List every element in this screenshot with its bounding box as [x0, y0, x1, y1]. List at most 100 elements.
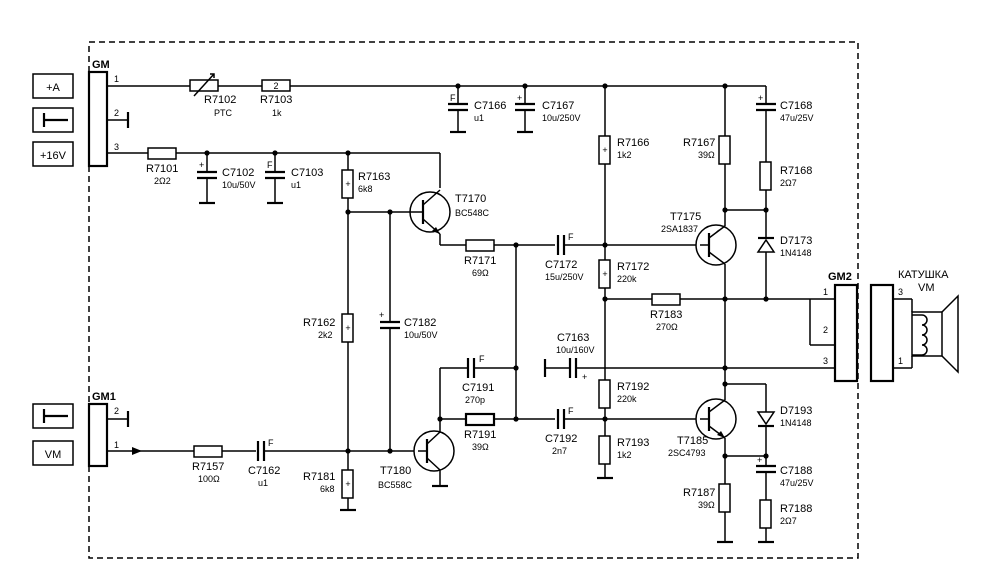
t7180-ref: T7180: [380, 465, 411, 477]
connector-gm2: GM2 1 2 3: [809, 271, 859, 383]
connector-gm1-label: GM1: [92, 391, 116, 403]
r7166: + R7166 1k2: [598, 86, 649, 260]
c7102-value: 10u/50V: [222, 180, 256, 190]
input-plus-a-label: +A: [46, 82, 60, 94]
r7166-value: 1k2: [617, 150, 632, 160]
c7188-r7188: + C7188 47u/25V R7188 2Ω7: [722, 453, 814, 544]
r7103-ref: R7103: [260, 94, 292, 106]
gm2-pin-2: 2: [823, 325, 828, 335]
c7103-ref: C7103: [291, 167, 323, 179]
r7102-ref: R7102: [204, 94, 236, 106]
r7168-ref: R7168: [780, 165, 812, 177]
c7103-mark: F: [267, 160, 273, 170]
gm2-pin-1: 1: [823, 287, 828, 297]
coil-pin-1: 1: [898, 356, 903, 366]
t7175-ref: T7175: [670, 211, 701, 223]
r7183-ref: R7183: [650, 309, 682, 321]
c7163-value: 10u/160V: [556, 345, 595, 355]
r7181-mark: +: [345, 479, 350, 489]
connector-gm: +A +16V GM 1 2 3: [32, 59, 130, 168]
c7192-value: 2n7: [552, 446, 567, 456]
r7191-value: 39Ω: [472, 442, 489, 452]
c7182-value: 10u/50V: [404, 330, 438, 340]
rail-plus-16v: R7101 2Ω2 + C7102 10u/50V F C7103 u1: [107, 147, 441, 205]
t7180: T7180 BC558C: [378, 419, 455, 490]
r7172-value: 220k: [617, 274, 637, 284]
coil-subtitle: VM: [918, 282, 935, 294]
t7170-value: BC548C: [455, 208, 490, 218]
t7170: T7170 BC548C: [409, 189, 490, 246]
c7191: F C7191 270p: [439, 354, 519, 419]
c7168-mark: +: [758, 93, 763, 103]
c7163: + C7163 10u/160V: [543, 332, 835, 382]
c7163-ref: C7163: [557, 332, 589, 344]
r7163-ref: R7163: [358, 171, 390, 183]
c7162-mark: F: [268, 438, 274, 448]
gm-pin-1: 1: [114, 74, 119, 84]
vm-input-path: F R7157 100Ω C7162 u1: [107, 438, 418, 488]
r7162-mark: +: [345, 323, 350, 333]
r7183: R7183 270Ω: [605, 293, 835, 332]
c7168-r7168: + C7168 47u/25V R7168 2Ω7: [756, 86, 814, 210]
c7172-value: 15u/250V: [545, 272, 584, 282]
coil-pin-3: 3: [898, 287, 903, 297]
r7163-value: 6k8: [358, 184, 373, 194]
r7168-value: 2Ω7: [780, 178, 797, 188]
c7166-value: u1: [474, 113, 484, 123]
connector-gm1: VM GM1 2 1: [32, 391, 130, 468]
t7185-value: 2SC4793: [668, 448, 706, 458]
r7101-value: 2Ω2: [154, 176, 171, 186]
r7166-mark: +: [602, 145, 607, 155]
r7188-value: 2Ω7: [780, 516, 797, 526]
r7187-value: 39Ω: [698, 500, 715, 510]
c7182-mark: +: [379, 310, 384, 320]
c7188-ref: C7188: [780, 465, 812, 477]
r7192-r7193: R7192 220k R7193 1k2: [597, 379, 649, 480]
r7103-value: 1k: [272, 108, 282, 118]
c7103-value: u1: [291, 180, 301, 190]
c7167: + C7167 10u/250V: [515, 86, 581, 134]
r7191-ref: R7191: [464, 429, 496, 441]
r7101-ref: R7101: [146, 163, 178, 175]
t7175-value: 2SA1837: [661, 224, 698, 234]
gm1-pin-2: 2: [114, 406, 119, 416]
r7187: R7187 39Ω: [683, 483, 733, 544]
rail-plus-a: 2 R7102 PTC R7103 1k: [107, 73, 766, 118]
c7172-mark: F: [568, 232, 574, 242]
board-outline: [88, 41, 859, 559]
c7168-value: 47u/25V: [780, 113, 814, 123]
c7168-ref: C7168: [780, 100, 812, 112]
d7193-ref: D7193: [780, 405, 812, 417]
r7163-mark: +: [345, 179, 350, 189]
t7175: T7175 2SA1837: [661, 211, 737, 299]
r7167-ref: R7167: [683, 137, 715, 149]
r7191: R7191 39Ω: [437, 412, 555, 452]
r7167-value: 39Ω: [698, 150, 715, 160]
r7162-ref: R7162: [303, 317, 335, 329]
c7182-ref: C7182: [404, 317, 436, 329]
c7188-value: 47u/25V: [780, 478, 814, 488]
r7183-value: 270Ω: [656, 322, 678, 332]
c7192-mark: F: [568, 406, 574, 416]
r7172: + R7172 220k: [598, 259, 649, 380]
r7192-value: 220k: [617, 394, 637, 404]
c7172: F C7172 15u/250V: [545, 232, 700, 282]
connector-gm-body: [87, 70, 109, 168]
r7188-ref: R7188: [780, 503, 812, 515]
coil-title: КАТУШКА: [898, 269, 949, 281]
r7157-ref: R7157: [192, 461, 224, 473]
r7157-value: 100Ω: [198, 474, 220, 484]
r7102-value: PTC: [214, 108, 233, 118]
connector-gm-label: GM: [92, 59, 110, 71]
r7192-ref: R7192: [617, 381, 649, 393]
c7166: F C7166 u1: [448, 86, 506, 134]
bias-chain: + R7163 6k8 + R7162 2k2 + R7181 6k8: [303, 153, 410, 512]
c7163-mark: +: [582, 372, 587, 382]
d7193: D7193 1N4148: [756, 384, 812, 466]
connector-gm1-body: [87, 402, 109, 468]
gm-pin-2: 2: [114, 108, 119, 118]
c7191-value: 270p: [465, 395, 485, 405]
c7167-ref: C7167: [542, 100, 574, 112]
t7170-ref: T7170: [455, 193, 486, 205]
